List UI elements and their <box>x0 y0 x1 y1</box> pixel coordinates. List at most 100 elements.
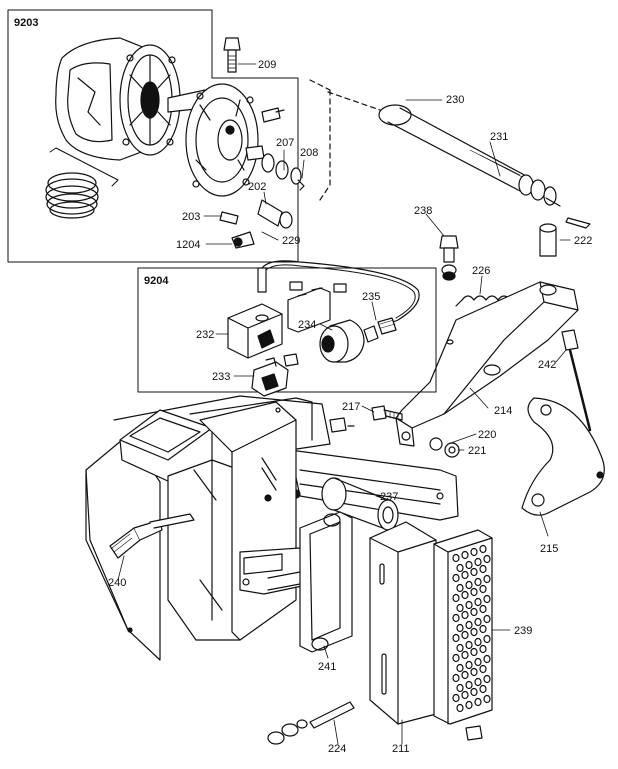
plate-hole <box>474 557 482 567</box>
callout-1204: 1204 <box>176 239 200 251</box>
plate-hole <box>465 600 473 610</box>
plate-hole <box>456 583 464 593</box>
plate-hole <box>474 597 482 607</box>
cam-plate-215 <box>521 397 605 516</box>
switch-234 <box>319 319 365 363</box>
plate-hole <box>465 580 473 590</box>
plate-hole <box>483 594 491 604</box>
plate-hole <box>456 603 464 613</box>
bracket <box>287 281 347 333</box>
callout-217: 217 <box>342 401 360 413</box>
plate-hole <box>456 703 464 713</box>
nut-220-221 <box>429 437 460 458</box>
pin-222 <box>539 217 591 257</box>
bolt-209 <box>223 37 241 73</box>
callout-242: 242 <box>538 359 556 371</box>
plate-hole <box>452 653 460 663</box>
pin-224 <box>267 701 355 745</box>
plate-hole <box>452 593 460 603</box>
callout-231: 231 <box>490 131 508 143</box>
plate-hole <box>465 660 473 670</box>
plate-hole <box>465 640 473 650</box>
shaft-231 <box>378 104 561 207</box>
motor-housing <box>55 37 181 161</box>
plate-hole <box>452 613 460 623</box>
bolt-210 <box>261 107 285 123</box>
plate-hole <box>479 544 487 554</box>
subassembly-box-9203: 9203 <box>7 9 299 263</box>
plate-hole <box>483 674 491 684</box>
subassembly-box-9204: 9204 <box>137 267 437 393</box>
plate-hole <box>470 627 478 637</box>
link-plate-241 <box>299 511 353 653</box>
callout-234: 234 <box>298 319 316 331</box>
leader-lines <box>117 63 571 745</box>
plate-hole <box>461 630 469 640</box>
bolt-bottom <box>465 725 483 741</box>
plate-hole <box>474 577 482 587</box>
plate-hole <box>483 614 491 624</box>
plate-hole <box>470 587 478 597</box>
callout-235: 235 <box>362 291 380 303</box>
connector-235 <box>363 317 397 343</box>
plate-hole <box>465 560 473 570</box>
cable-2 <box>263 264 416 319</box>
plate-hole <box>452 673 460 683</box>
plate-hole <box>461 590 469 600</box>
plate-211 <box>369 521 437 725</box>
plate-hole <box>483 694 491 704</box>
alignment-dashed-line <box>309 79 331 201</box>
plate-hole <box>474 617 482 627</box>
callout-labels: 209 230 231 207 208 202 203 229 1204 238… <box>108 59 592 755</box>
plate-hole <box>456 623 464 633</box>
plate-hole <box>461 690 469 700</box>
plate-holes <box>452 544 491 713</box>
plate-hole <box>452 693 460 703</box>
callout-211: 211 <box>392 743 410 755</box>
flange-plate <box>167 83 259 197</box>
spring-stack <box>45 147 119 219</box>
callout-202: 202 <box>248 181 266 193</box>
plate-hole <box>465 680 473 690</box>
callout-214: 214 <box>494 405 512 417</box>
plate-hole <box>461 550 469 560</box>
plate-hole <box>479 644 487 654</box>
callout-203: 203 <box>182 211 200 223</box>
lever-arm-214 <box>395 281 579 447</box>
callout-230: 230 <box>446 94 464 106</box>
shaft-small-parts <box>219 145 305 249</box>
plate-hole <box>470 647 478 657</box>
cable <box>261 260 420 327</box>
plate-hole <box>452 553 460 563</box>
plate-hole <box>479 584 487 594</box>
plate-hole <box>479 624 487 634</box>
callout-207: 207 <box>276 137 294 149</box>
callout-229: 229 <box>282 235 300 247</box>
plate-hole <box>452 633 460 643</box>
plate-hole <box>479 664 487 674</box>
plate-hole <box>474 677 482 687</box>
perforated-plate-239 <box>433 529 493 725</box>
callout-239: 239 <box>514 625 532 637</box>
callout-215: 215 <box>540 543 558 555</box>
bolt-238 <box>439 235 459 281</box>
plate-hole <box>461 670 469 680</box>
callout-220: 220 <box>478 429 496 441</box>
plate-hole <box>479 684 487 694</box>
plate-hole <box>483 634 491 644</box>
plate-hole <box>456 643 464 653</box>
plate-hole <box>456 683 464 693</box>
callout-238: 238 <box>414 205 432 217</box>
bolt-frame <box>329 417 347 433</box>
plate-hole <box>461 570 469 580</box>
callout-224: 224 <box>328 743 346 755</box>
plate-hole <box>470 567 478 577</box>
callout-233: 233 <box>212 371 230 383</box>
handle-242 <box>561 329 592 432</box>
plate-hole <box>483 574 491 584</box>
switch-block-232 <box>227 303 283 359</box>
block-233 <box>251 353 299 397</box>
plate-hole <box>456 663 464 673</box>
box-label-9204: 9204 <box>144 275 169 287</box>
